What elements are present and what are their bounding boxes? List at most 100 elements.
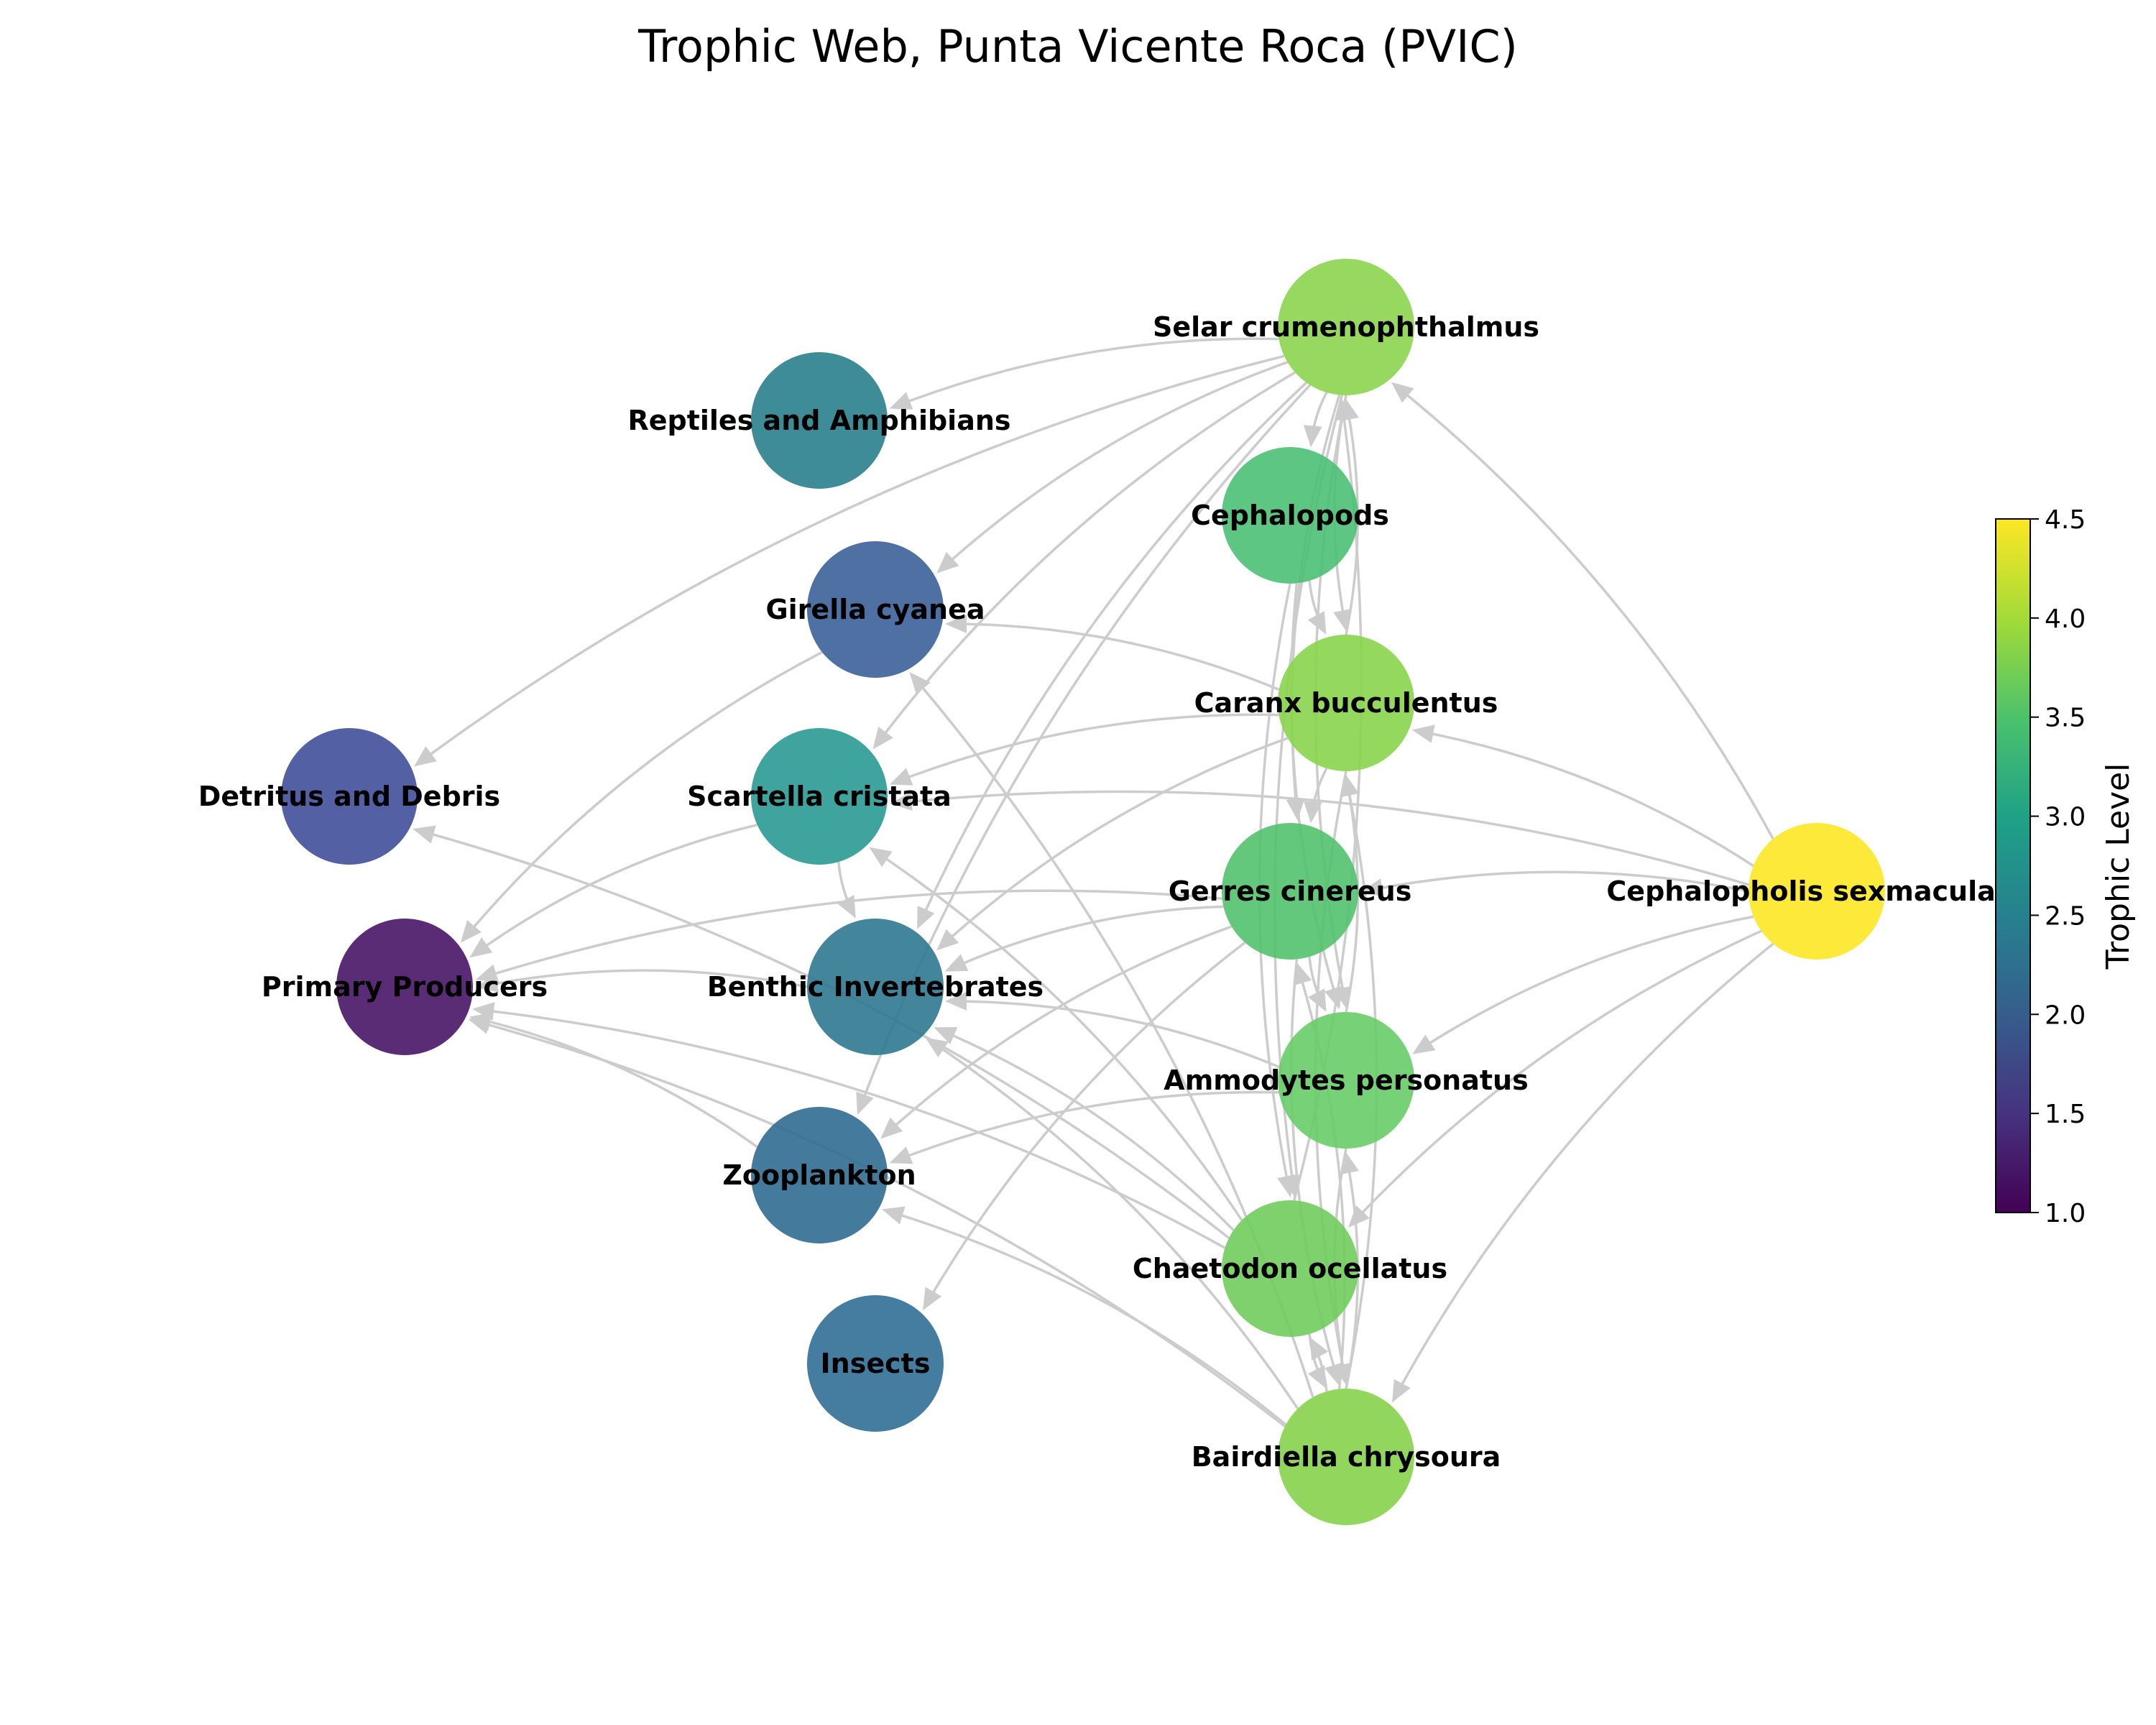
colorbar: 1.01.52.02.53.03.54.04.5 Trophic Level [1995,505,2137,1228]
node-label-scartella: Scartella cristata [687,781,952,812]
node-zooplankton: Zooplankton [722,1107,916,1243]
edge-benthic-to-primary [478,969,808,988]
node-cephalopods: Cephalopods [1191,447,1389,584]
node-scartella: Scartella cristata [687,728,952,865]
edge-girella-to-primary [461,650,823,942]
arrowhead-chaetodon-to-benthic [934,1027,958,1044]
arrowhead-girella-to-primary [460,920,482,943]
colorbar-tick-label: 2.0 [2045,1000,2086,1030]
node-circle-caranx [1278,635,1414,771]
arrowhead-zooplankton-to-primary [469,1012,493,1031]
edge-caranx-to-scartella [891,713,1279,785]
node-label-ammodytes: Ammodytes personatus [1164,1064,1528,1096]
node-label-reptiles: Reptiles and Amphibians [627,405,1010,436]
node-circle-gerres [1222,823,1358,960]
colorbar-tick-label: 3.5 [2045,704,2086,733]
colorbar-tick-label: 2.5 [2045,901,2086,931]
node-label-primary: Primary Producers [262,971,548,1003]
edge-ammodytes-to-zooplankton [891,1090,1279,1164]
arrowhead-bairdiella-to-ammodytes [1340,1151,1359,1175]
node-label-gerres: Gerres cinereus [1169,875,1412,907]
arrowhead-bairdiella-to-gerres [1294,962,1312,986]
colorbar-ticks: 1.01.52.02.53.03.54.04.5 [2030,505,2086,1228]
arrowhead-cephalopods-to-ammodytes [1324,985,1342,1010]
arrowhead-cephalopholis-to-gerres [1361,878,1385,897]
edge-bairdiella-to-benthic [926,1038,1299,1409]
edge-gerres-to-insects [923,941,1246,1309]
arrowhead-cephalopholis-to-bairdiella [1391,1379,1411,1403]
node-circle-benthic [807,919,944,1055]
arrowhead-selar-to-reptiles [889,392,913,410]
node-circle-insects [807,1295,944,1432]
arrowhead-selar-to-zooplankton [856,1091,874,1116]
node-selar: Selar crumenophthalmus [1153,259,1539,395]
node-circle-cephalopholis [1749,823,1885,960]
arrowhead-cephalopholis-to-selar [1391,382,1414,403]
edge-cephalopholis-to-selar [1392,382,1774,840]
arrowhead-gerres-to-zooplankton [880,1117,903,1139]
node-reptiles: Reptiles and Amphibians [627,352,1011,489]
edge-scartella-to-primary [471,823,758,957]
arrowhead-selar-to-detritus [413,746,437,767]
node-girella: Girella cyanea [765,541,985,678]
arrowhead-bairdiella-to-caranx [1340,774,1359,798]
arrowhead-cephalopholis-to-ammodytes [1412,1034,1436,1054]
node-cephalopholis: Cephalopholis sexmaculata [1606,823,2027,960]
arrowhead-caranx-to-scartella [889,768,913,786]
colorbar-tick-label: 1.5 [2045,1100,2086,1129]
node-circle-zooplankton [751,1107,888,1243]
edge-selar-to-girella [938,361,1289,573]
arrowhead-caranx-to-gerres [1303,801,1322,824]
edge-cephalopholis-to-bairdiella [1392,942,1774,1401]
edge-gerres-to-benthic [946,905,1224,972]
arrowhead-gerres-to-benthic [944,954,969,972]
node-circle-cephalopods [1222,447,1358,584]
arrowhead-scartella-to-benthic [837,895,856,919]
node-caranx: Caranx bucculentus [1194,635,1498,771]
node-primary: Primary Producers [262,919,548,1055]
edge-cephalopholis-to-caranx [1414,729,1754,868]
edge-caranx-to-girella [948,622,1280,691]
edge-cephalopholis-to-gerres [1363,870,1749,893]
edge-chaetodon-to-scartella [870,847,1243,1221]
arrowhead-bairdiella-to-benthic [925,1037,949,1058]
arrowhead-benthic-to-primary [476,974,499,993]
node-insects: Insects [807,1295,944,1432]
node-label-selar: Selar crumenophthalmus [1153,311,1539,343]
arrowhead-selar-to-scartella [872,726,893,750]
arrowhead-bairdiella-to-chaetodon [1309,1337,1329,1361]
arrowhead-cephalopholis-to-chaetodon [1348,1205,1370,1228]
colorbar-tick-label: 3.0 [2045,803,2086,832]
edge-selar-to-detritus [415,354,1285,766]
node-ammodytes: Ammodytes personatus [1164,1012,1529,1149]
edge-zooplankton-to-primary [471,1016,758,1149]
node-label-insects: Insects [821,1348,931,1379]
node-label-detritus: Detritus and Debris [198,781,500,812]
colorbar-label: Trophic Level [2100,763,2137,970]
node-circle-scartella [751,728,888,865]
edge-gerres-to-zooplankton [882,925,1233,1138]
arrowhead-gerres-to-ammodytes [1308,988,1327,1012]
node-circle-ammodytes [1278,1012,1414,1149]
node-circle-reptiles [751,352,888,489]
arrowhead-bairdiella-to-girella [909,671,931,695]
edge-cephalopholis-to-ammodytes [1414,915,1754,1054]
edge-cephalopholis-to-scartella [893,790,1749,886]
arrowhead-chaetodon-to-detritus [413,825,436,844]
colorbar-tick-label: 4.0 [2045,604,2086,634]
arrowhead-scartella-to-primary [469,937,493,958]
edge-chaetodon-to-benthic [936,1027,1235,1231]
arrowhead-cephalopods-to-caranx [1307,611,1327,635]
figure-title: Trophic Web, Punta Vicente Roca (PVIC) [637,20,1518,73]
colorbar-tick-label: 4.5 [2045,505,2086,535]
arrowhead-chaetodon-to-scartella [869,847,893,868]
node-circle-primary [336,919,473,1055]
edge-caranx-to-benthic [938,737,1289,950]
nodes-layer: Primary Producers Detritus and Debris Gire… [198,259,2027,1525]
arrowhead-selar-to-cephalopods [1303,425,1322,448]
edge-bairdiella-to-zooplankton [884,1208,1287,1426]
arrowhead-selar-to-girella [936,551,959,574]
node-chaetodon: Chaetodon ocellatus [1133,1200,1447,1337]
node-label-chaetodon: Chaetodon ocellatus [1133,1253,1447,1284]
